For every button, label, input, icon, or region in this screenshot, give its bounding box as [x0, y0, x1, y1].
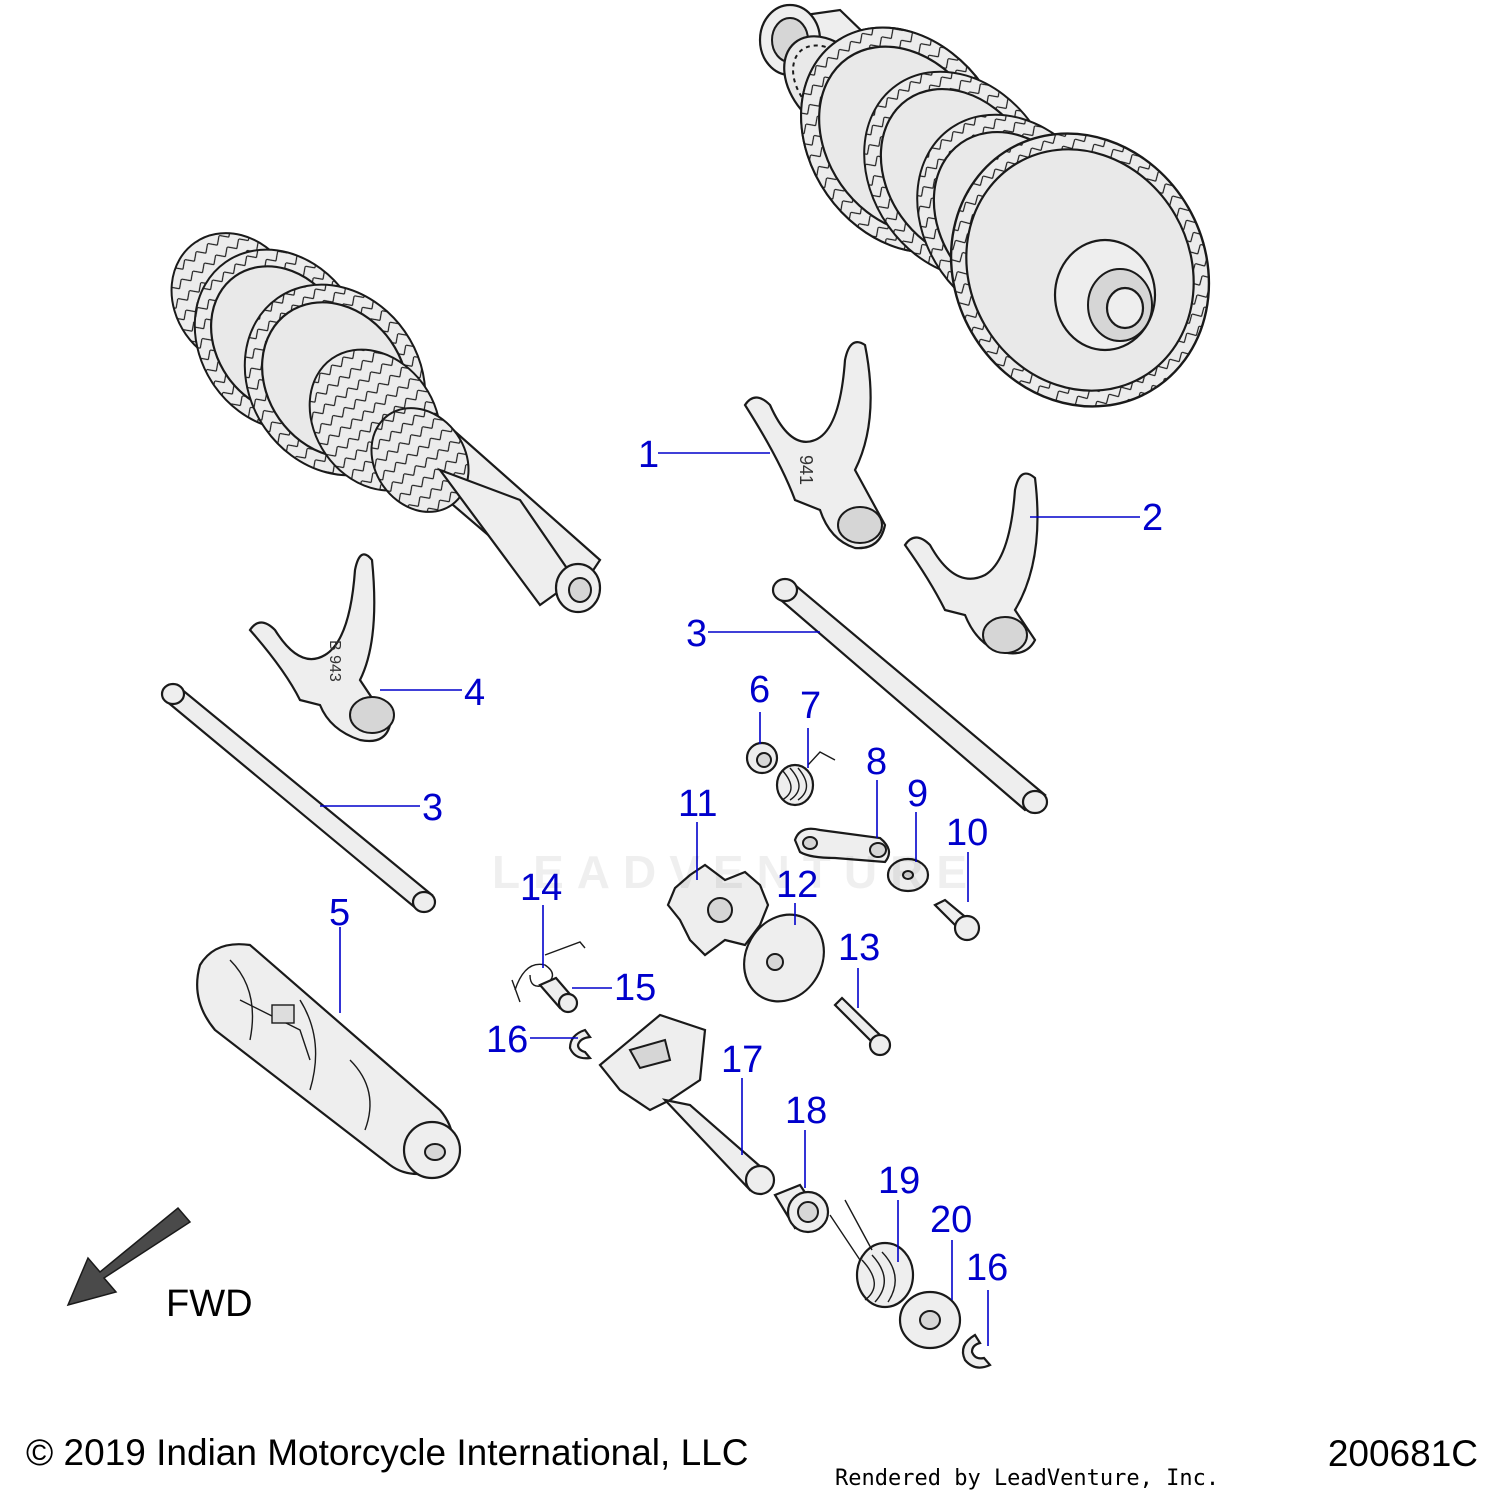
- washer-9: [886, 857, 930, 893]
- callout-18: 18: [785, 1090, 827, 1132]
- callout-16-upper: 16: [486, 1019, 528, 1061]
- mainshaft-assembly: [170, 232, 602, 614]
- callout-9: 9: [907, 773, 928, 815]
- callout-labels: 1 2 3 4 3 5 6 7 8 9 10 11 12 13 14 15 16…: [329, 434, 1163, 1289]
- callout-3-lower: 3: [422, 787, 443, 829]
- callout-17: 17: [721, 1039, 763, 1081]
- callout-4: 4: [464, 672, 485, 714]
- callout-13: 13: [838, 927, 880, 969]
- callout-8: 8: [866, 741, 887, 783]
- shift-drum: [196, 943, 462, 1180]
- bushing-6: [745, 741, 779, 775]
- screw-13: [833, 996, 892, 1057]
- callout-19: 19: [878, 1160, 920, 1202]
- shift-fork-2: [903, 472, 1039, 655]
- fork-shaft-left: [160, 682, 437, 914]
- figure-number: 200681C: [1327, 1433, 1478, 1474]
- spring-7: [775, 751, 836, 807]
- shift-fork-4: B 943: [248, 553, 395, 743]
- leader-lines: [320, 452, 1140, 1346]
- fork-shaft-right: [771, 577, 1049, 815]
- fork-1-marking: 941: [796, 455, 816, 485]
- watermark: LEADVENTURE: [492, 846, 981, 898]
- callout-20: 20: [930, 1199, 972, 1241]
- clip-16-lower: [961, 1333, 992, 1369]
- callout-1: 1: [638, 434, 659, 476]
- washer-20: [898, 1290, 962, 1350]
- callout-7: 7: [800, 685, 821, 727]
- spring-19: [829, 1199, 915, 1309]
- star-plate-11: [666, 863, 770, 957]
- callout-15: 15: [614, 967, 656, 1009]
- fork-4-marking: B 943: [326, 640, 343, 682]
- callout-2: 2: [1142, 497, 1163, 539]
- plate-12: [743, 913, 825, 1003]
- rendered-by-text: Rendered by LeadVenture, Inc.: [835, 1466, 1220, 1491]
- stopper-arm-8: [793, 827, 891, 864]
- shift-shaft-17: [598, 1013, 776, 1196]
- callout-14: 14: [520, 867, 562, 909]
- clip-16-upper: [568, 1028, 593, 1060]
- callout-3-upper: 3: [686, 613, 707, 655]
- bushing-18: [773, 1183, 830, 1234]
- shift-fork-1: 941: [743, 341, 887, 550]
- callout-11: 11: [678, 783, 717, 825]
- callout-5: 5: [329, 892, 350, 934]
- bolt-10: [933, 898, 981, 942]
- callout-12: 12: [776, 864, 818, 906]
- countershaft-assembly: [758, 3, 1211, 408]
- callout-6: 6: [749, 669, 770, 711]
- spring-14: [511, 941, 586, 1003]
- fwd-label: FWD: [166, 1283, 253, 1325]
- callout-16-lower: 16: [966, 1247, 1008, 1289]
- fwd-arrow-icon: [66, 1206, 192, 1307]
- copyright-text: © 2019 Indian Motorcycle International, …: [26, 1432, 749, 1473]
- callout-10: 10: [946, 812, 988, 854]
- pin-15: [538, 976, 579, 1014]
